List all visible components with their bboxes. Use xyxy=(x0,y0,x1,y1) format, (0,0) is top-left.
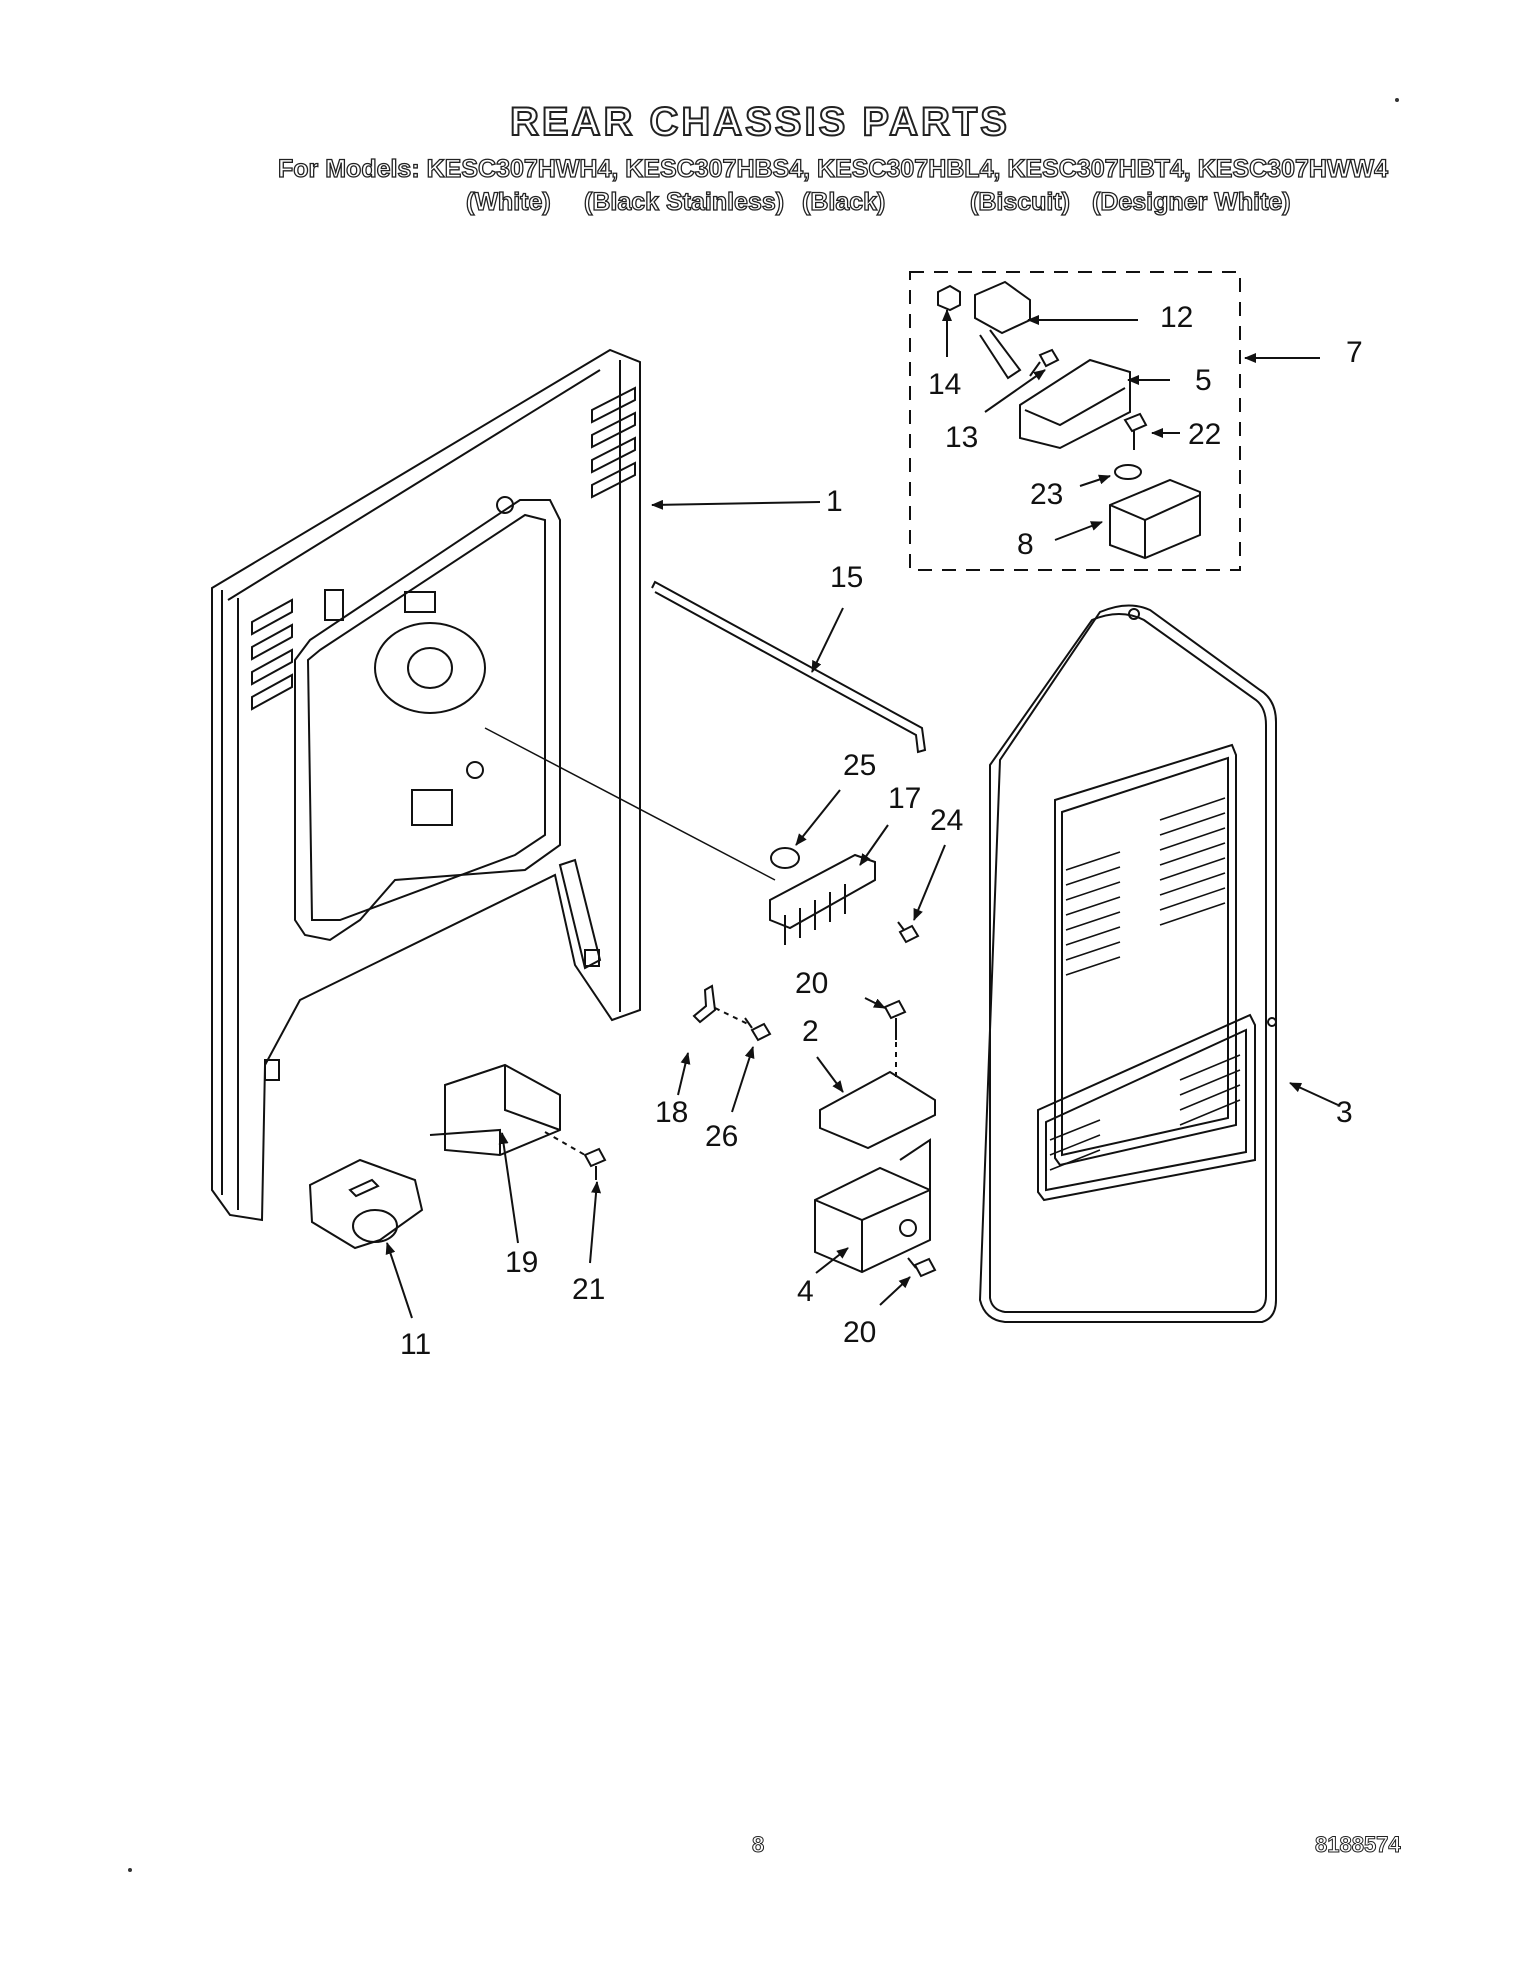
kit-7-box xyxy=(909,271,1241,571)
models-line: For Models: KESC307HWH4, KESC307HBS4, KE… xyxy=(277,154,1389,183)
scan-dot xyxy=(1395,98,1399,102)
callout-24: 24 xyxy=(930,804,963,837)
callout-1: 1 xyxy=(826,485,843,518)
color-biscuit: (Biscuit) xyxy=(969,187,1070,216)
callout-2: 2 xyxy=(802,1015,819,1048)
washer-part xyxy=(1114,464,1142,480)
callout-20-lower: 20 xyxy=(843,1316,876,1349)
rear-panel-part xyxy=(211,348,641,1222)
bracket-5-part xyxy=(1019,358,1131,450)
callout-12: 12 xyxy=(1160,301,1193,334)
callout-26: 26 xyxy=(705,1120,738,1153)
color-black: (Black) xyxy=(801,187,886,216)
screw-26-part xyxy=(744,1017,772,1042)
nut-part xyxy=(937,284,961,312)
color-black-stainless: (Black Stainless) xyxy=(583,187,785,216)
callout-3: 3 xyxy=(1336,1096,1353,1129)
screw-21-part xyxy=(583,1147,607,1180)
terminal-block-part xyxy=(769,853,876,945)
callout-7: 7 xyxy=(1346,336,1363,369)
callout-8: 8 xyxy=(1017,528,1034,561)
bracket-part xyxy=(974,280,1031,380)
screw-24-part xyxy=(897,921,920,944)
callout-19: 19 xyxy=(505,1246,538,1279)
callout-13: 13 xyxy=(945,421,978,454)
callout-11: 11 xyxy=(400,1328,431,1361)
plate-part xyxy=(819,1070,936,1150)
page-title: REAR CHASSIS PARTS xyxy=(509,99,1010,145)
access-cover-part xyxy=(978,604,1277,1323)
callout-14: 14 xyxy=(928,368,961,401)
scan-dot xyxy=(128,1868,132,1872)
callout-22: 22 xyxy=(1188,418,1221,451)
callout-21: 21 xyxy=(572,1273,605,1306)
callout-20-upper: 20 xyxy=(795,967,828,1000)
nut-25-part xyxy=(770,847,800,869)
doc-number: 8188574 xyxy=(1315,1832,1402,1858)
callout-4: 4 xyxy=(797,1275,814,1308)
callout-15: 15 xyxy=(830,561,863,594)
bracket-4-part xyxy=(814,1138,931,1274)
color-designer-white: (Designer White) xyxy=(1091,187,1291,216)
bracket-19-part xyxy=(429,1063,561,1157)
callout-23: 23 xyxy=(1030,478,1063,511)
rod-part xyxy=(651,580,927,754)
callout-25: 25 xyxy=(843,749,876,782)
callout-5: 5 xyxy=(1195,364,1212,397)
cover-11-part xyxy=(308,1158,424,1250)
block-part xyxy=(1109,478,1201,560)
screw-20-upper-part xyxy=(883,999,907,1040)
cover-louvers xyxy=(1049,797,1241,1171)
callout-18: 18 xyxy=(655,1096,688,1129)
clip-part xyxy=(692,984,717,1024)
screw-20-lower-part xyxy=(907,1257,937,1278)
screw-22-part xyxy=(1123,412,1148,450)
color-white: (White) xyxy=(465,187,551,216)
page-number: 8 xyxy=(751,1832,765,1858)
callout-17: 17 xyxy=(888,782,921,815)
screw-13-part xyxy=(1029,348,1060,377)
